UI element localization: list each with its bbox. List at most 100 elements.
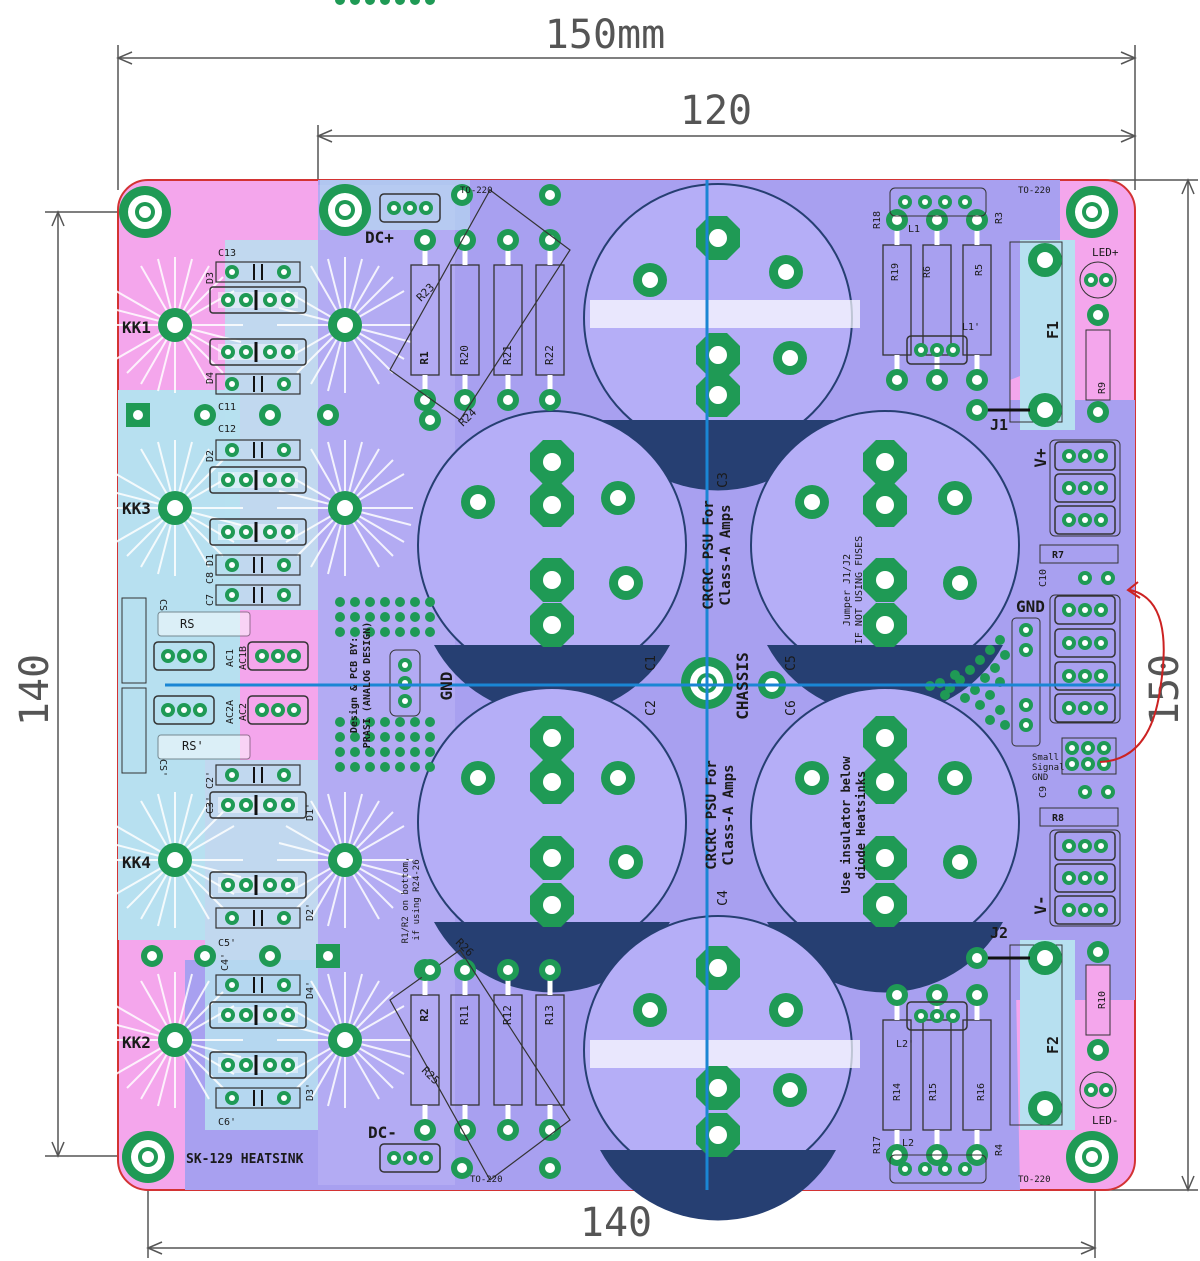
label-small-signal-3: GND [1032,773,1048,783]
label-r19: R19 [890,263,901,281]
label-r10: R10 [1097,991,1108,1009]
label-dc-plus: DC+ [365,228,394,247]
label-psu-bottom-2: Class-A Amps [721,764,737,865]
label-designer-1: Design & PCB BY: [348,637,360,733]
label-d2: D2 [205,450,216,462]
heatsink-pads [126,308,362,1057]
label-l2-prime: L2' [896,1039,914,1050]
label-j1: J1 [990,416,1008,434]
dim-inner-width: 120 [680,88,752,134]
label-r20: R20 [458,345,471,365]
label-j2: J2 [990,924,1008,942]
label-c3: C3 [716,472,731,488]
label-c7: C7 [205,594,216,606]
mounting-hole-br [1066,1131,1118,1183]
label-cs: CS [157,599,168,611]
label-chassis: CHASSIS [733,652,752,719]
top-resistor-group [389,184,571,431]
left-diode-column [121,262,308,1108]
label-rs-prime: RS' [182,739,204,753]
label-kk2: KK2 [122,1033,151,1052]
right-edge-connectors [1011,261,1121,1109]
label-d4-prime: D4' [305,981,316,999]
dim-top-width: 150mm [545,12,665,58]
label-r7: R7 [1052,550,1064,561]
label-psu-top-2: Class-A Amps [718,504,734,605]
dim-left-height: 140 [12,654,58,726]
capacitor-c5 [750,410,1020,716]
label-ac1b: AC1B [238,646,249,670]
label-d3: D3 [205,272,216,284]
label-c3-prime: C3' [205,796,216,814]
mounting-hole-tl [119,186,171,238]
label-r2: R2 [418,1008,431,1021]
label-l1: L1 [908,224,920,235]
right-bottom-group [883,941,1063,1184]
label-to220-4: TO-220 [1018,1175,1051,1185]
label-c6: C6 [784,700,799,716]
label-r1: R1 [418,351,431,365]
label-r8: R8 [1052,813,1064,824]
label-r6: R6 [922,266,933,278]
label-c8: C8 [205,572,216,584]
label-c6-prime: C6' [218,1117,236,1128]
capacitor-c4 [583,915,860,1221]
label-psu-bottom-1: CRCRC PSU For [704,760,720,870]
label-to220-3: TO-220 [470,1175,503,1185]
label-kk1: KK1 [122,318,151,337]
label-r21: R21 [501,345,514,365]
left-part-labels: C13 D3 D4 C11 C12 D2 D1 C8 C7 CS RS AC1 … [157,248,316,1128]
label-c1: C1 [644,655,659,671]
label-psu-top-1: CRCRC PSU For [701,500,717,610]
label-c5: C5 [784,655,799,671]
label-l2: L2 [902,1138,914,1149]
label-r15: R15 [928,1083,939,1101]
label-r12: R12 [501,1005,514,1025]
label-c4: C4 [716,890,731,906]
label-r5: R5 [974,264,985,276]
label-rs: RS [180,617,194,631]
label-d3-prime: D3' [305,1083,316,1101]
center-crosshair [165,180,1120,1190]
label-r1r2-note-1: R1/R2 on bottom, [401,857,411,944]
bottom-resistor-group [389,949,571,1181]
label-r11: R11 [458,1005,471,1025]
label-c5-prime: C5' [218,938,236,949]
label-v-plus: V+ [1031,448,1050,468]
label-led-plus: LED+ [1092,246,1119,259]
label-f2: F2 [1044,1036,1062,1054]
label-r1r2-note-2: if using R24-26 [412,859,422,940]
label-heatsink-model: SK-129 HEATSINK [186,1152,304,1167]
label-led-minus: LED- [1092,1114,1119,1127]
label-small-signal-2: Signal [1032,763,1065,773]
capacitor-c1 [417,410,687,716]
label-ac2a: AC2A [225,700,236,724]
label-r17: R17 [872,1136,883,1154]
label-d1-prime: D1' [305,803,316,821]
label-c9: C9 [1038,786,1049,798]
label-r13: R13 [543,1005,556,1025]
label-c2-prime: C2' [205,771,216,789]
label-c13: C13 [218,248,236,259]
label-kk3: KK3 [122,499,151,518]
label-r18: R18 [872,211,883,229]
right-top-group [883,187,1063,427]
label-designer-2: PRASI (ANALOG DESIGN) [362,622,373,748]
label-jumper-note-2: IF NOT USING FUSES [854,536,865,644]
mounting-hole-dc-top [319,184,371,236]
label-r22: R22 [543,345,556,365]
label-ac2: AC2 [238,703,249,721]
label-jumper-note-1: Jumper J1/J2 [842,554,853,626]
label-r9: R9 [1097,382,1108,394]
dim-right-height: 150 [1142,654,1188,726]
label-d4: D4 [205,372,216,384]
label-f1: F1 [1044,321,1062,339]
label-r4: R4 [994,1144,1005,1156]
label-c12: C12 [218,424,236,435]
via-field-left [335,0,435,772]
label-v-minus: V- [1031,895,1050,914]
label-c4-prime: C4' [220,953,231,971]
label-ac1: AC1 [225,649,236,667]
label-kk4: KK4 [122,853,151,872]
